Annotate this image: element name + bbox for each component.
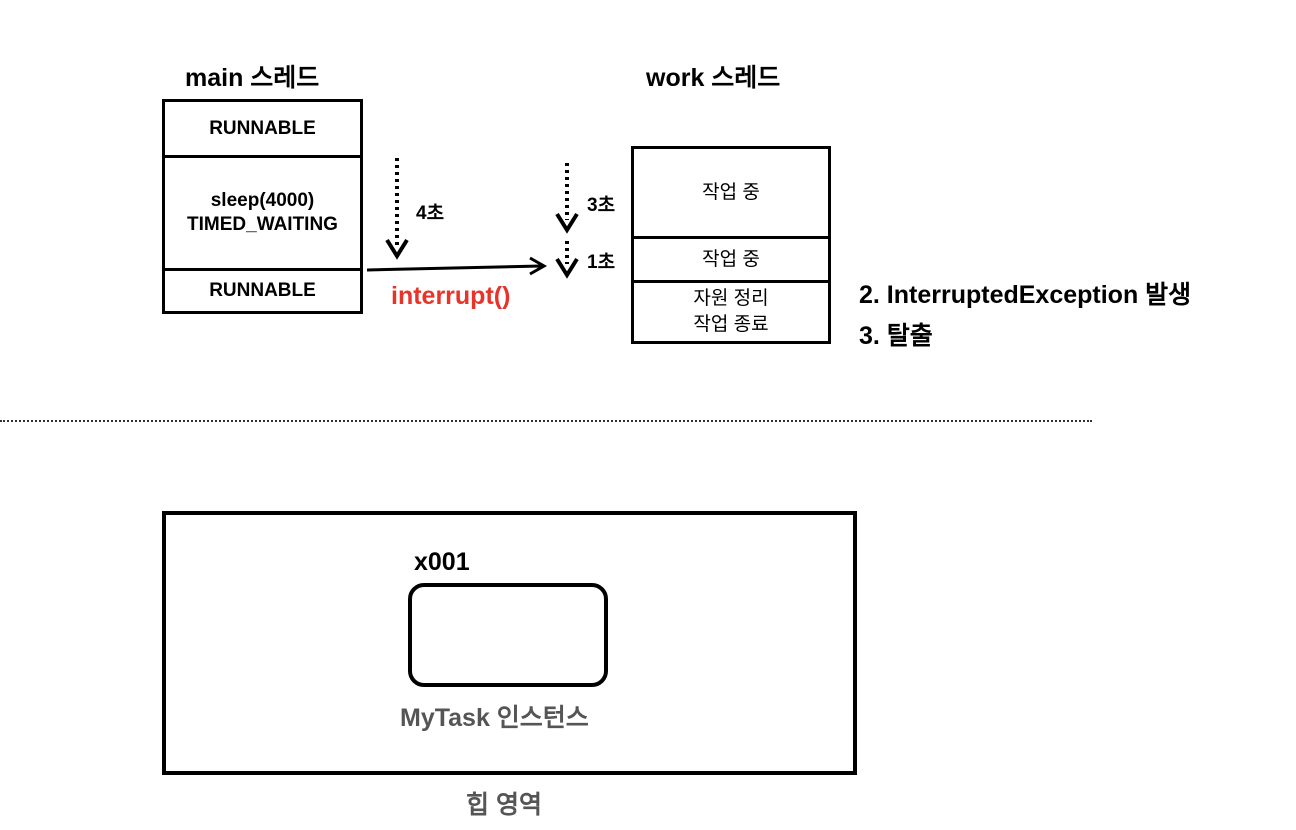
- instance-address: x001: [414, 548, 470, 576]
- main-wait-arrow: [385, 158, 409, 260]
- work-second-arrow: [555, 241, 579, 279]
- instance-label: MyTask 인스턴스: [400, 704, 589, 732]
- mytask-instance-box: [408, 583, 608, 687]
- work-first-arrow: [555, 163, 579, 234]
- main-state-timed-waiting: sleep(4000) TIMED_WAITING: [165, 155, 360, 268]
- main-thread-title: main 스레드: [185, 64, 320, 92]
- heap-area-box: [162, 511, 857, 775]
- work-state-cleanup-end: 자원 정리 작업 종료: [634, 280, 828, 341]
- main-wait-label: 4초: [416, 203, 445, 224]
- main-state-runnable-1: RUNNABLE: [209, 117, 316, 139]
- work-thread-box: 작업 중 작업 중 자원 정리 작업 종료: [631, 146, 831, 344]
- work-state-working-1: 작업 중: [702, 181, 760, 203]
- section-divider: [0, 420, 1092, 422]
- work-second-label: 1초: [587, 252, 616, 273]
- note-exception: 2. InterruptedException 발생: [859, 281, 1192, 309]
- main-thread-box: RUNNABLE sleep(4000) TIMED_WAITING RUNNA…: [162, 99, 363, 314]
- work-first-label: 3초: [587, 195, 616, 216]
- work-state-working-2: 작업 중: [634, 236, 828, 280]
- note-escape: 3. 탈출: [859, 322, 933, 350]
- heap-area-label: 힙 영역: [466, 791, 542, 819]
- interrupt-call-label: interrupt(): [391, 282, 511, 310]
- work-thread-title: work 스레드: [646, 64, 781, 92]
- main-state-runnable-2: RUNNABLE: [165, 268, 360, 311]
- interrupt-arrow: [366, 256, 548, 276]
